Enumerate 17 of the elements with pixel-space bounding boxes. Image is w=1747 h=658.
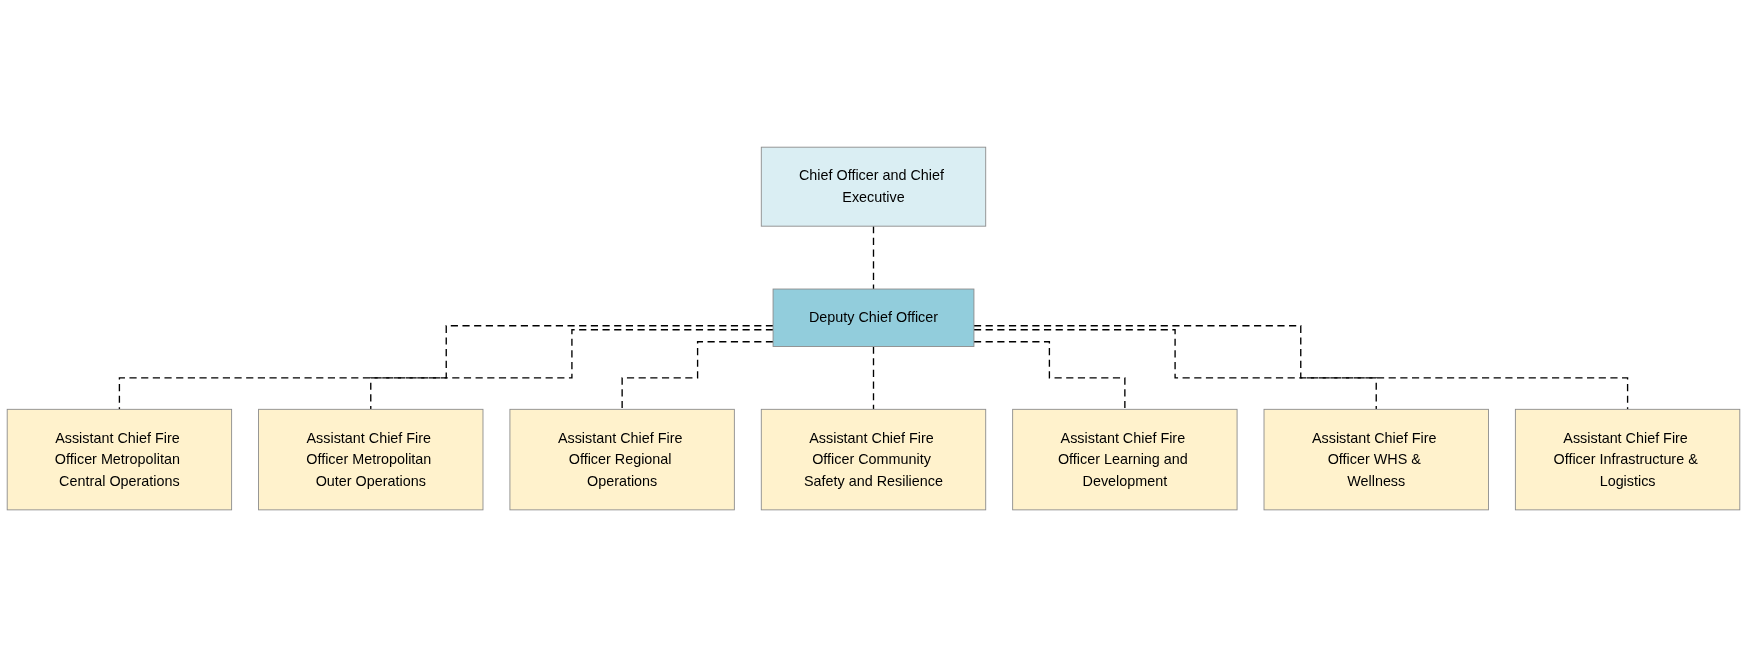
connector	[118, 325, 774, 411]
connector	[872, 346, 875, 411]
connector	[973, 329, 1377, 411]
connector	[370, 329, 774, 411]
node-box: Assistant Chief Fire Officer Learning and Development	[1012, 409, 1238, 511]
connector	[973, 341, 1126, 411]
node-box: Assistant Chief Fire Officer Community Safety and Resilience	[760, 409, 987, 511]
node-box: Assistant Chief Fire Officer WHS & Wellness	[1263, 409, 1489, 511]
node-box: Assistant Chief Fire Officer Metropolitan Outer Operations	[258, 409, 484, 511]
node-box: Assistant Chief Fire Officer Metropolitan Central Operations	[6, 409, 233, 511]
node-box: Chief Officer and Chief Executive	[760, 147, 987, 228]
connector	[621, 341, 774, 411]
connector	[872, 225, 875, 291]
connector	[973, 325, 1629, 411]
node-box: Assistant Chief Fire Officer Regional Operations	[509, 409, 735, 511]
node-box: Deputy Chief Officer	[772, 289, 975, 348]
node-box: Assistant Chief Fire Officer Infrastructure & Logistics	[1514, 409, 1741, 511]
